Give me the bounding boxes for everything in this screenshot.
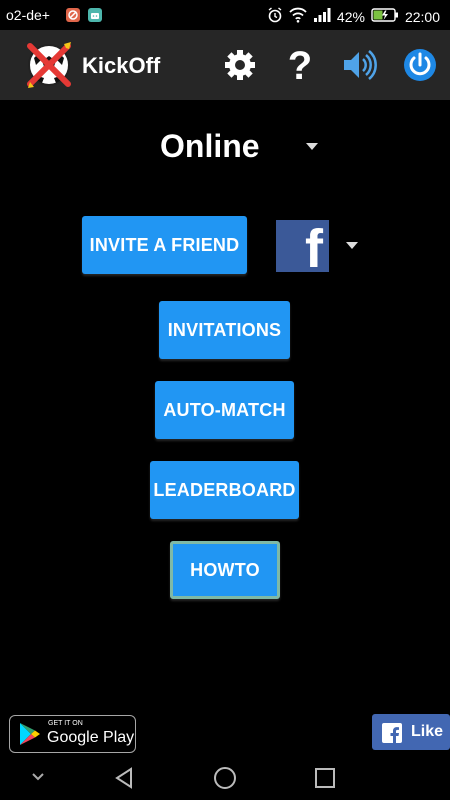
app-title: KickOff [82, 53, 161, 78]
howto-label: HOWTO [190, 559, 260, 580]
invitations-button[interactable]: INVITATIONS [159, 301, 290, 359]
facebook-like-button[interactable]: Like [372, 714, 450, 750]
google-play-badge[interactable]: GET IT ON Google Play [9, 715, 136, 753]
wifi-icon [289, 7, 307, 26]
carrier-label: o2-de+ [6, 7, 50, 23]
back-icon[interactable] [113, 766, 135, 790]
mode-selected: Online [160, 128, 260, 164]
settings-button[interactable] [220, 45, 260, 85]
invite-friend-label: INVITE A FRIEND [89, 234, 240, 255]
facebook-dropdown-caret-icon[interactable] [346, 242, 358, 249]
status-right: 42% 22:00 [267, 7, 440, 26]
facebook-like-label: Like [411, 723, 444, 740]
invite-friend-button[interactable]: INVITE A FRIEND [82, 216, 247, 274]
leaderboard-label: LEADERBOARD [153, 479, 296, 500]
home-icon[interactable] [213, 766, 237, 790]
power-button[interactable] [400, 45, 440, 85]
howto-button[interactable]: HOWTO [170, 541, 280, 599]
hide-keyboard-chevron-icon[interactable] [30, 771, 46, 783]
kickoff-logo-icon [22, 38, 76, 92]
facebook-account-button[interactable]: f [276, 220, 329, 272]
auto-match-label: AUTO-MATCH [163, 399, 286, 420]
auto-match-button[interactable]: AUTO-MATCH [155, 381, 294, 439]
invitations-label: INVITATIONS [167, 319, 282, 340]
help-question-icon: ? [288, 46, 312, 84]
alarm-icon [267, 7, 283, 26]
clock: 22:00 [404, 8, 440, 25]
google-play-icon [20, 723, 40, 745]
google-play-small-text: GET IT ON [48, 720, 83, 727]
help-button[interactable]: ? [280, 45, 320, 85]
sound-speaker-icon [344, 50, 377, 80]
settings-gear-icon [225, 50, 255, 80]
svg-text:?: ? [288, 46, 312, 84]
system-nav-bar [0, 756, 450, 800]
battery-charging-icon [371, 8, 399, 25]
signal-icon [313, 7, 331, 26]
leaderboard-button[interactable]: LEADERBOARD [150, 461, 299, 519]
sound-button[interactable] [340, 45, 380, 85]
facebook-f-small-icon [382, 723, 402, 743]
google-play-big-text: Google Play [47, 729, 135, 746]
battery-percent: 42% [336, 8, 365, 25]
android-notification-icon [88, 8, 102, 22]
status-bar: o2-de+ 42% 22:00 [0, 0, 450, 30]
notification-icon [66, 8, 80, 22]
mode-dropdown-caret-icon [306, 143, 318, 150]
recents-icon[interactable] [314, 767, 336, 789]
facebook-f-icon: f [305, 220, 323, 272]
power-icon [404, 49, 436, 81]
